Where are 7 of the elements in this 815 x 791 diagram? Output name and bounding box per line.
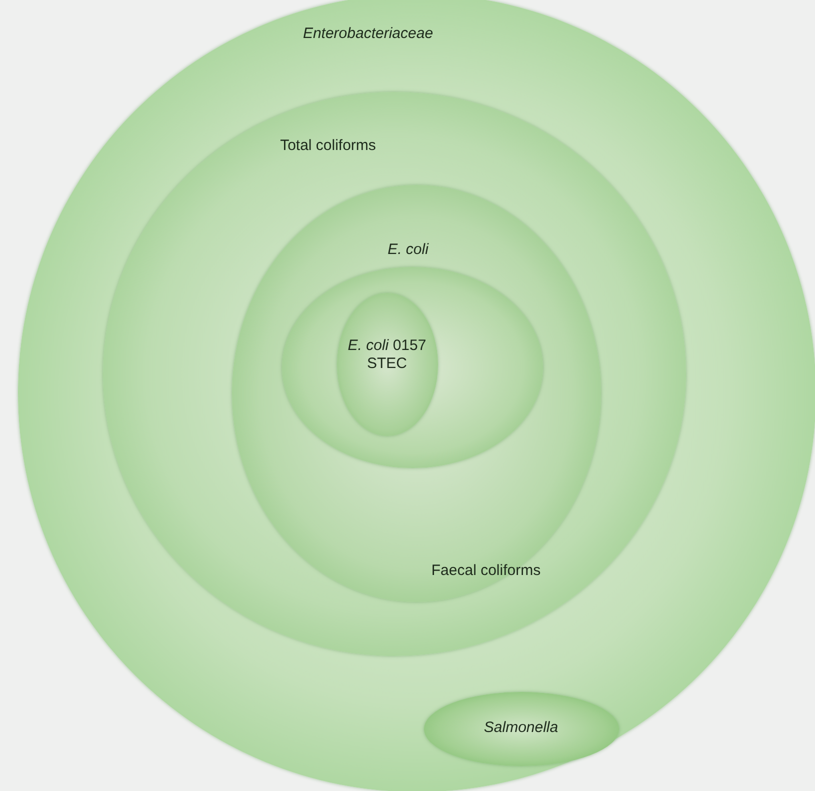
region-label: Salmonella bbox=[482, 719, 560, 737]
region-label: Enterobacteriaceae bbox=[302, 25, 434, 43]
region-label: E. coli 0157 STEC bbox=[346, 337, 428, 373]
region-label: E. coli bbox=[386, 241, 430, 259]
region-label: Faecal coliforms bbox=[430, 562, 542, 580]
region-label: Total coliforms bbox=[279, 137, 377, 155]
ellipse-region bbox=[18, 0, 815, 791]
